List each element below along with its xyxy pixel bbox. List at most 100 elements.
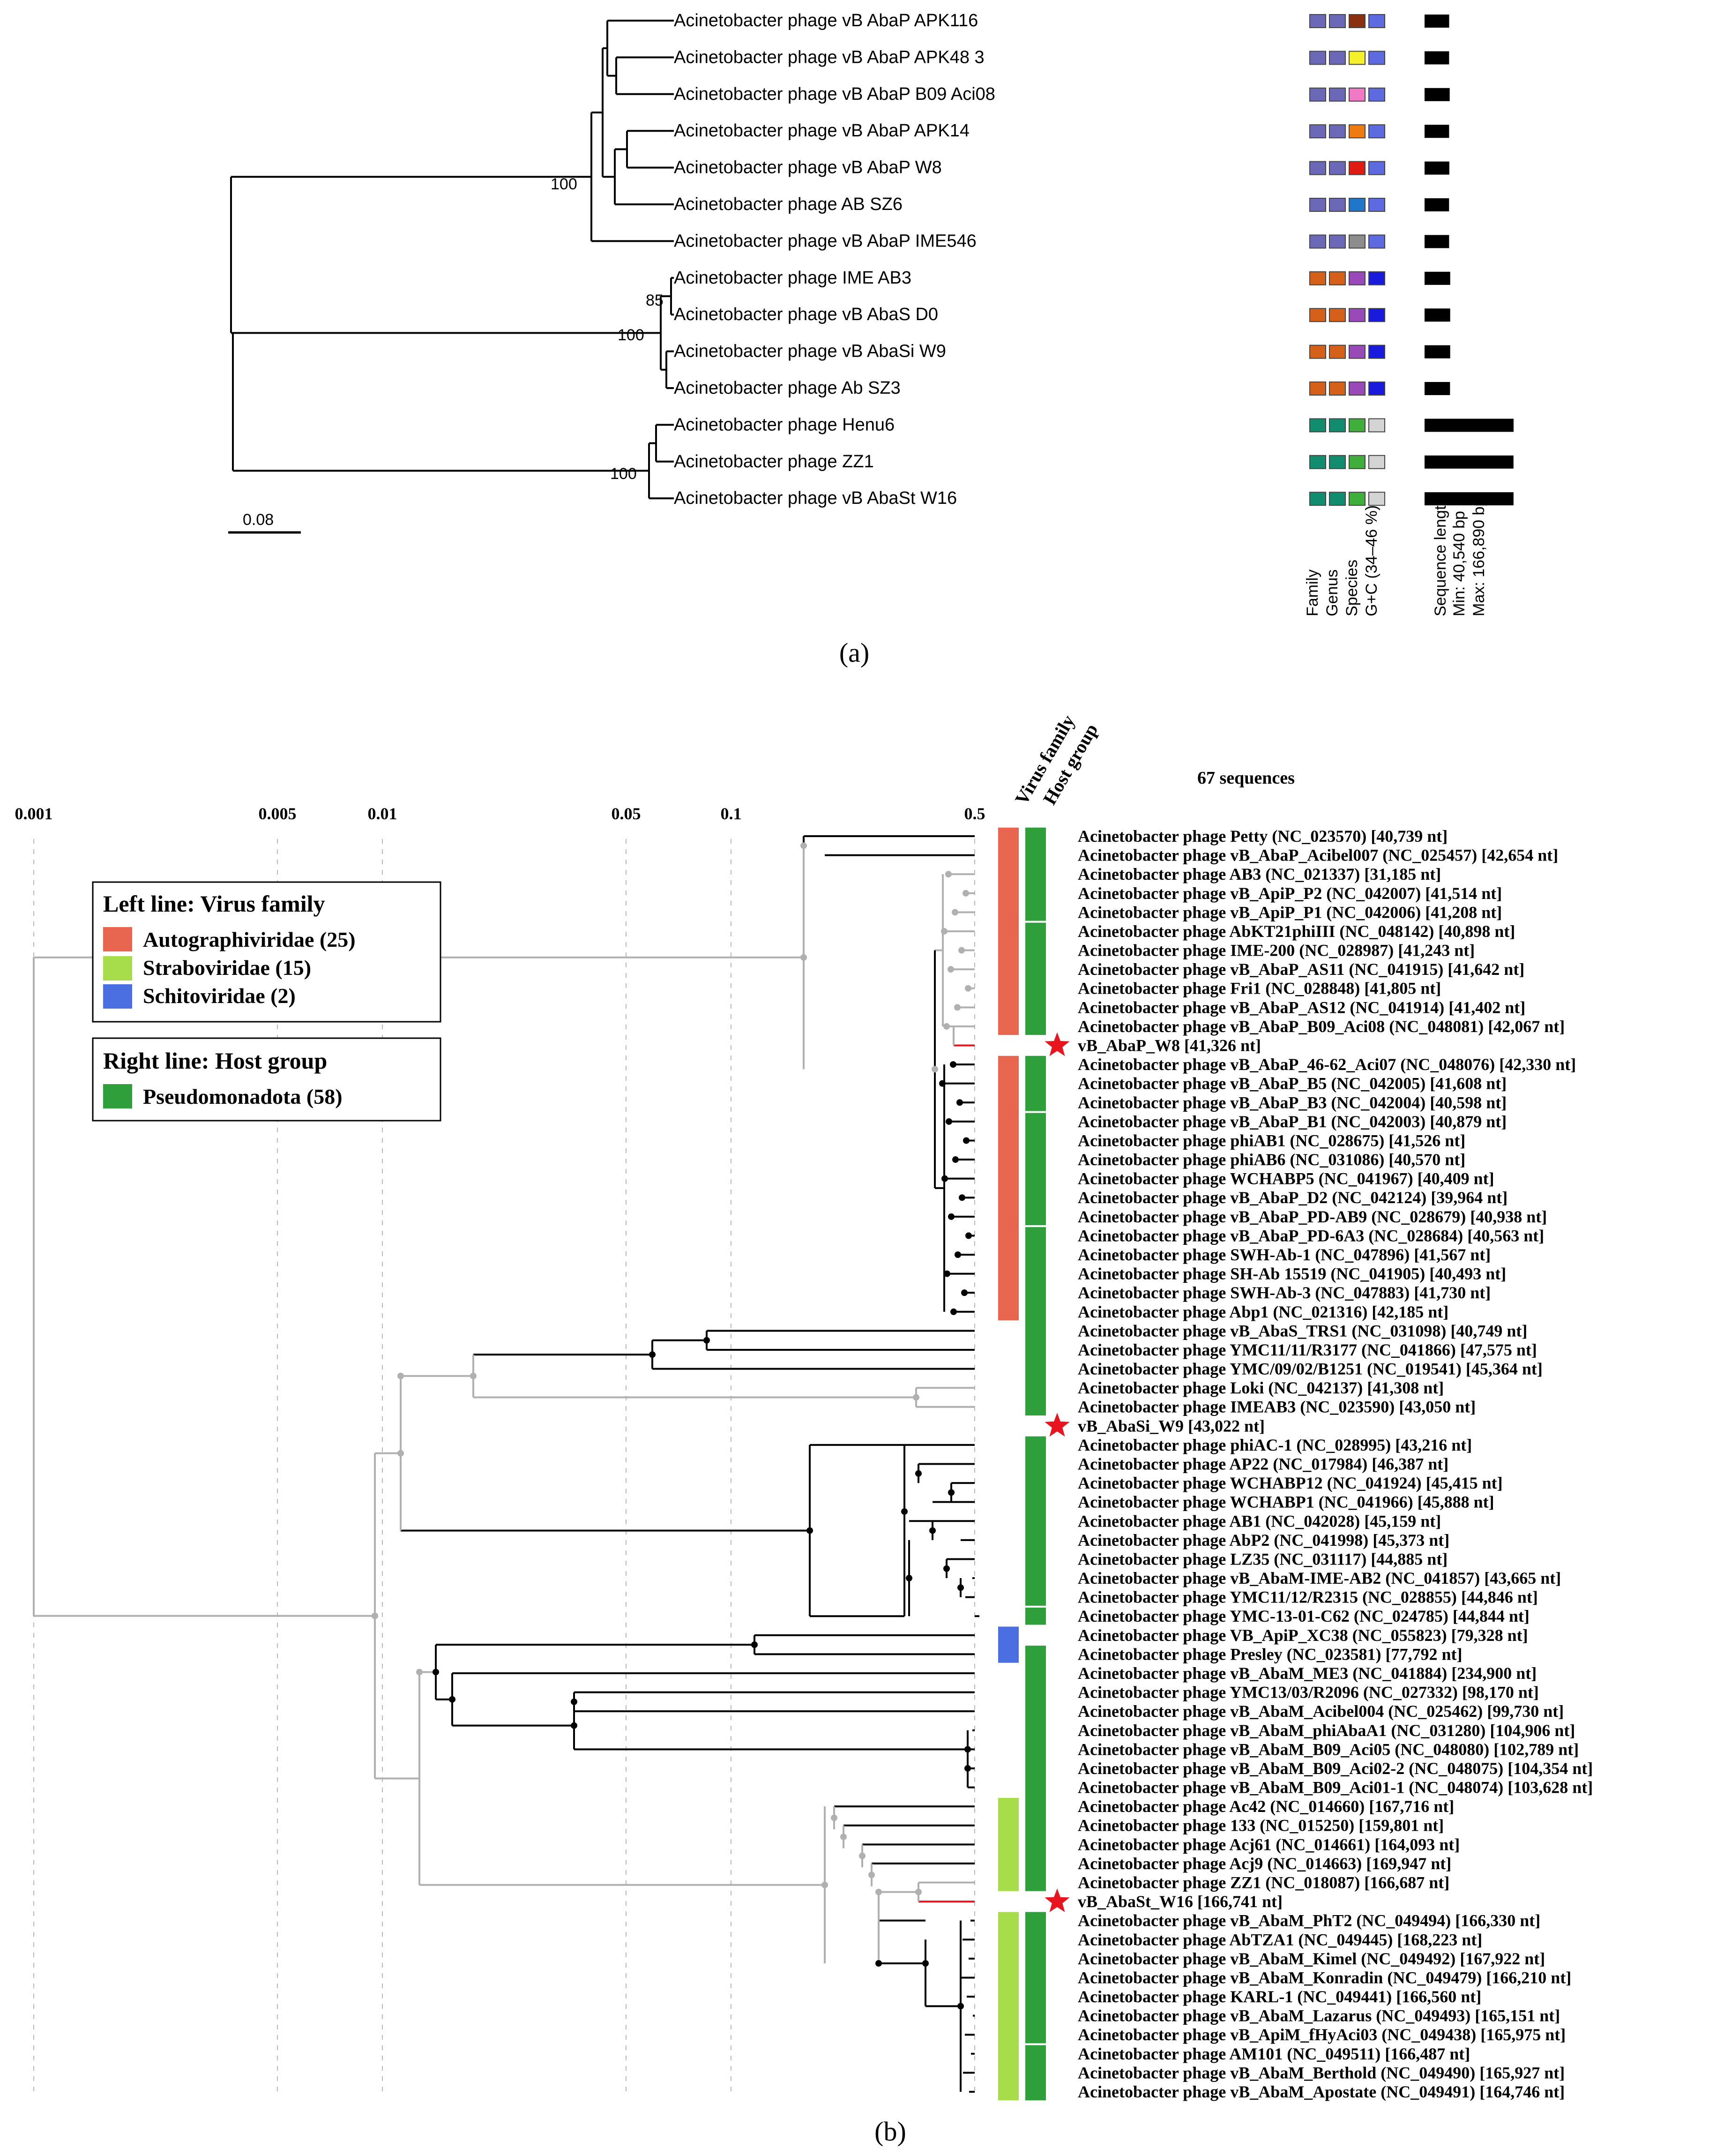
- leaf-label: Acinetobacter phage ZZ1: [674, 452, 874, 472]
- heatmap-cell: [1309, 492, 1326, 506]
- leaf-label: Acinetobacter phage KARL-1 (NC_049441) […: [1078, 1987, 1481, 2006]
- heatmap-cell: [1329, 51, 1346, 65]
- leaf-label: vB_AbaSt_W16 [166,741 nt]: [1078, 1892, 1283, 1911]
- heatmap-cell: [1329, 344, 1346, 359]
- legend-item: Straboviridae (15): [143, 956, 311, 980]
- leaf-label: Acinetobacter phage Petty (NC_023570) [4…: [1078, 827, 1448, 846]
- heatmap-cell: [1368, 271, 1385, 285]
- tree-node: [913, 1394, 919, 1401]
- axis-tick-label: 0.5: [964, 804, 985, 823]
- heatmap-cell: [1368, 455, 1385, 469]
- legend-item: Autographiviridae (25): [143, 928, 356, 951]
- heatmap-cell: [1349, 344, 1366, 359]
- leaf-label: Acinetobacter phage vB_AbaP_AS11 (NC_041…: [1078, 960, 1524, 979]
- host-group-strip: [1025, 2045, 1046, 2101]
- leaf-label: Acinetobacter phage vB_AbaM-IME-AB2 (NC_…: [1078, 1569, 1561, 1587]
- legend-host-group: Right line: Host group Pseudomonadota (5…: [92, 1037, 441, 1122]
- tree-node: [943, 1023, 950, 1030]
- heatmap-cell: [1349, 198, 1366, 212]
- length-bar: [1425, 15, 1449, 28]
- heatmap-cell: [1349, 87, 1366, 102]
- heatmap-cell: [1329, 87, 1346, 102]
- leaf-label: Acinetobacter phage WCHABP12 (NC_041924)…: [1078, 1474, 1503, 1492]
- heatmap-cell: [1329, 161, 1346, 175]
- leaf-label: Acinetobacter phage AbKT21phiIII (NC_048…: [1078, 922, 1515, 941]
- panel-b-leaf-labels: Acinetobacter phage Petty (NC_023570) [4…: [1078, 827, 1593, 2101]
- heatmap-cell: [1329, 271, 1346, 285]
- leaf-label: Acinetobacter phage vB_AbaM_B09_Aci05 (N…: [1078, 1740, 1579, 1759]
- tree-node: [941, 928, 948, 935]
- host-group-strip: [1025, 922, 1046, 1035]
- virus-family-strip: [998, 1626, 1019, 1663]
- heatmap-cell: [1329, 124, 1346, 139]
- tree-node: [943, 1565, 950, 1572]
- bootstrap-label: 100: [618, 326, 644, 344]
- panel-a-branches: [230, 20, 674, 500]
- tree-node: [397, 1450, 404, 1457]
- tree-node: [965, 985, 971, 992]
- leaf-label: Acinetobacter phage vB AbaSt W16: [674, 488, 957, 508]
- leaf-label: Acinetobacter phage SWH-Ab-1 (NC_047896)…: [1078, 1245, 1491, 1264]
- heatmap-cell: [1349, 492, 1366, 506]
- length-bar: [1425, 308, 1450, 322]
- heatmap-cell: [1349, 308, 1366, 322]
- leaf-label: Acinetobacter phage vB AbaS D0: [674, 305, 938, 324]
- tree-node: [416, 1669, 423, 1676]
- bootstrap-label: 85: [646, 292, 664, 309]
- leaf-label: Acinetobacter phage Henu6: [674, 415, 895, 434]
- leaf-label: Acinetobacter phage vB_ApiM_fHyAci03 (NC…: [1078, 2025, 1566, 2044]
- tree-node: [939, 1080, 946, 1087]
- heatmap-cell: [1309, 234, 1326, 249]
- tree-node: [840, 1834, 847, 1841]
- bootstrap-label: 100: [610, 465, 637, 483]
- panel-b-caption: (b): [874, 2116, 906, 2147]
- heatmap-cell: [1309, 455, 1326, 469]
- length-bar: [1425, 161, 1449, 175]
- leaf-label: Acinetobacter phage vB_AbaS_TRS1 (NC_031…: [1078, 1321, 1527, 1340]
- leaf-label: Acinetobacter phage IMEAB3 (NC_023590) […: [1078, 1398, 1476, 1416]
- axis-tick-label: 0.1: [720, 804, 741, 823]
- length-bar: [1425, 382, 1450, 395]
- leaf-label: Acinetobacter phage vB_AbaP_B09_Aci08 (N…: [1078, 1017, 1565, 1036]
- scale-bar-label: 0.08: [243, 511, 274, 529]
- leaf-label: Acinetobacter phage vB_AbaP_AS12 (NC_041…: [1078, 998, 1525, 1017]
- length-bar: [1425, 198, 1449, 211]
- leaf-label: Acinetobacter phage vB_AbaP_PD-6A3 (NC_0…: [1078, 1226, 1544, 1245]
- heatmap-cell: [1309, 161, 1326, 175]
- legend-host-title: Right line: Host group: [103, 1048, 327, 1074]
- tree-node: [964, 1765, 971, 1772]
- length-bar: [1425, 271, 1450, 285]
- leaf-label: Acinetobacter phage IME-200 (NC_028987) …: [1078, 941, 1475, 960]
- leaf-label: Acinetobacter phage AM101 (NC_049511) [1…: [1078, 2044, 1470, 2063]
- column-label: Max: 166,890 bp: [1470, 498, 1488, 616]
- heatmap-cell: [1309, 418, 1326, 433]
- heatmap-cell: [1329, 308, 1346, 322]
- leaf-label: Acinetobacter phage vB_ApiP_P2 (NC_04200…: [1078, 884, 1502, 903]
- tree-node: [956, 1099, 963, 1106]
- bootstrap-label: 100: [551, 175, 577, 193]
- panel-b-nodes: [372, 842, 972, 2010]
- leaf-label: Acinetobacter phage vB_AbaM_ME3 (NC_0418…: [1078, 1664, 1537, 1683]
- leaf-label: Acinetobacter phage vB AbaP IME546: [674, 231, 977, 251]
- heatmap-cell: [1349, 234, 1366, 249]
- leaf-label: Acinetobacter phage vB AbaP APK14: [674, 121, 970, 141]
- sequence-count: 67 sequences: [1197, 768, 1295, 788]
- tree-node: [906, 1575, 912, 1582]
- tree-node: [964, 1746, 971, 1753]
- leaf-label: Acinetobacter phage WCHABP1 (NC_041966) …: [1078, 1493, 1494, 1512]
- heatmap-cell: [1309, 124, 1326, 139]
- leaf-label: Acinetobacter phage Abp1 (NC_021316) [42…: [1078, 1303, 1448, 1321]
- leaf-label: Acinetobacter phage Fri1 (NC_028848) [41…: [1078, 979, 1441, 998]
- leaf-label: Acinetobacter phage vB AbaP APK116: [674, 11, 978, 30]
- axis-tick-label: 0.001: [15, 804, 53, 823]
- heatmap-cell: [1309, 271, 1326, 285]
- tree-node: [751, 1641, 758, 1648]
- panel-a-heatmap: [1309, 14, 1385, 506]
- leaf-label: Acinetobacter phage vB AbaSi W9: [674, 342, 946, 361]
- host-group-strip: [1025, 1436, 1046, 1606]
- tree-node: [875, 1960, 882, 1967]
- tree-node: [941, 1175, 948, 1182]
- host-group-strip: [1025, 1912, 1046, 2044]
- tree-node: [800, 842, 807, 849]
